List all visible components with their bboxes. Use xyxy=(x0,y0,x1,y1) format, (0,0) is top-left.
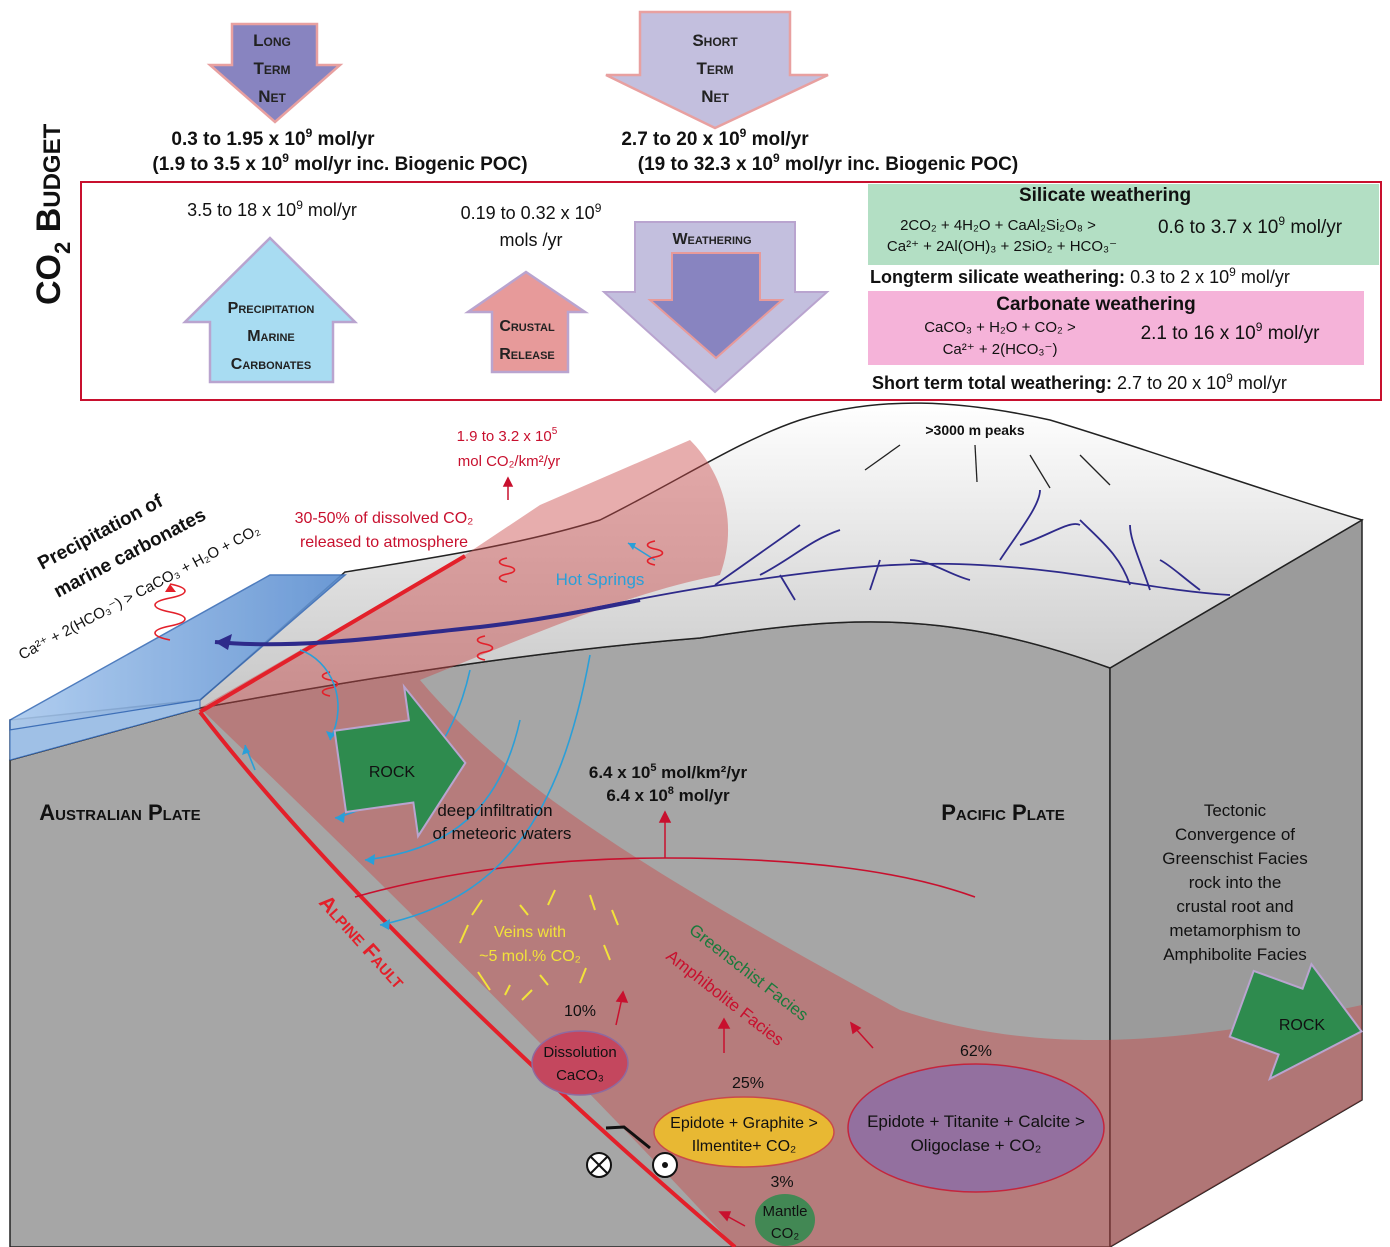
tectonic-line-2: Convergence of xyxy=(1175,825,1295,844)
carbonate-panel xyxy=(868,291,1364,365)
co2-release-squiggles xyxy=(154,540,664,697)
short-term-label-2: Term xyxy=(696,59,733,78)
veins xyxy=(459,889,619,1001)
tectonic-line-4: rock into the xyxy=(1189,873,1282,892)
release-rate-line1: 1.9 to 3.2 x 105 xyxy=(457,426,558,445)
weathering-label: Weathering xyxy=(672,231,751,248)
tectonic-description: Tectonic Convergence of Greenschist Faci… xyxy=(1162,801,1308,964)
short-term-value: 2.7 to 20 x 109 mol/yr xyxy=(621,126,809,150)
dissolution-line2: CaCO₃ xyxy=(556,1067,604,1084)
rock-arrow-left: ROCK xyxy=(333,683,467,839)
tectonic-line-3: Greenschist Facies xyxy=(1162,849,1308,868)
fault-motion-symbols xyxy=(586,1125,678,1178)
flux-line2: 6.4 x 108 mol/yr xyxy=(606,785,730,805)
precip-co2-arrowhead xyxy=(165,584,176,592)
tectonic-line-7: Amphibolite Facies xyxy=(1163,945,1307,964)
weathering-arrow: Weathering xyxy=(601,221,830,394)
short-term-value-biogenic: (19 to 32.3 x 109 mol/yr inc. Biogenic P… xyxy=(638,151,1019,175)
flux-line1: 6.4 x 105 mol/km²/yr xyxy=(589,762,748,782)
long-term-net-arrow: Long Term Net xyxy=(206,22,344,124)
alpine-fault-line xyxy=(198,554,737,1247)
precipitation-label-3: Carbonates xyxy=(231,356,311,373)
hot-springs-arrowhead xyxy=(628,543,636,550)
longterm-silicate: Longterm silicate weathering: 0.3 to 2 x… xyxy=(870,265,1290,287)
budget-title: CO2 Budget xyxy=(30,123,75,305)
silicate-reaction-2: Ca²⁺ + 2Al(OH)₃ + 2SiO₂ + HCO₃⁻ xyxy=(887,238,1117,255)
tectonic-line-1: Tectonic xyxy=(1204,801,1267,820)
dissolved-line1: 30-50% of dissolved CO₂ xyxy=(295,510,474,527)
crustal-root-line xyxy=(354,857,976,898)
pct-mantle: 3% xyxy=(770,1174,793,1191)
peaks-label: >3000 m peaks xyxy=(925,422,1024,438)
short-term-label-3: Net xyxy=(701,87,729,106)
pacific-plate-label: Pacific Plate xyxy=(941,800,1065,825)
crustal-release-unit: mols /yr xyxy=(500,230,563,250)
tectonic-line-5: crustal root and xyxy=(1176,897,1293,916)
short-term-label-1: Short xyxy=(692,31,738,50)
veins-line2: ~5 mol.% CO₂ xyxy=(479,948,581,965)
graphite-line1: Epidote + Graphite > xyxy=(670,1115,818,1132)
rock-arrow-right: ROCK xyxy=(1228,962,1364,1081)
silicate-panel xyxy=(868,184,1379,265)
australian-plate-label: Australian Plate xyxy=(39,800,200,825)
release-rate-line2: mol CO₂/km²/yr xyxy=(458,453,560,470)
dissolution-line1: Dissolution xyxy=(543,1044,616,1061)
deformation-zone xyxy=(200,440,1362,1247)
precipitation-label-2: Marine xyxy=(247,328,295,345)
tectonic-line-6: metamorphism to xyxy=(1169,921,1300,940)
long-term-value: 0.3 to 1.95 x 109 mol/yr xyxy=(171,126,375,150)
carbonate-title: Carbonate weathering xyxy=(996,294,1196,315)
crustal-release-arrow: Crustal Release xyxy=(463,270,590,374)
carbonate-reaction-1: CaCO₃ + H₂O + CO₂ > xyxy=(924,319,1076,336)
dissolved-line2: released to atmosphere xyxy=(300,534,468,551)
graphite-ellipse xyxy=(653,1096,835,1168)
precipitation-value: 3.5 to 18 x 109 mol/yr xyxy=(187,198,357,220)
crustal-release-label-1: Crustal xyxy=(499,318,555,335)
mantle-ellipse xyxy=(755,1194,815,1246)
main-river xyxy=(214,598,641,647)
crustal-release-label-2: Release xyxy=(499,346,555,363)
block-top-surface xyxy=(9,402,1364,761)
budget-box xyxy=(80,181,1382,401)
infiltration-line2: of meteoric waters xyxy=(433,824,572,843)
mantle-line1: Mantle xyxy=(762,1203,807,1220)
long-term-label-1: Long xyxy=(253,31,291,50)
peak-lines xyxy=(864,444,1111,489)
dissolution-ellipse xyxy=(531,1030,629,1096)
silicate-title: Silicate weathering xyxy=(1019,185,1191,206)
pct-dissolution: 10% xyxy=(564,1003,596,1020)
hot-springs-label: Hot Springs xyxy=(556,570,645,589)
precipitation-arrow: Precipitation Marine Carbonates xyxy=(181,236,359,384)
titanite-line2: Oligoclase + CO₂ xyxy=(911,1136,1042,1155)
silicate-reaction-1: 2CO₂ + 4H₂O + CaAl₂Si₂O₈ > xyxy=(900,217,1096,234)
silicate-value: 0.6 to 3.7 x 109 mol/yr xyxy=(1158,214,1343,238)
short-term-total: Short term total weathering: 2.7 to 20 x… xyxy=(872,371,1287,393)
sea-channel xyxy=(9,574,348,761)
titanite-ellipse xyxy=(847,1063,1105,1193)
river-arrowhead xyxy=(215,634,232,650)
crustal-release-value: 0.19 to 0.32 x 109 xyxy=(461,201,602,223)
long-term-label-2: Term xyxy=(253,59,290,78)
meteoric-arrowheads xyxy=(242,731,390,930)
titanite-line1: Epidote + Titanite + Calcite > xyxy=(867,1112,1085,1131)
short-term-net-arrow: Short Term Net xyxy=(605,10,829,130)
rock-label-left: ROCK xyxy=(369,764,416,781)
pct-titanite: 62% xyxy=(960,1043,992,1060)
long-term-value-biogenic: (1.9 to 3.5 x 109 mol/yr inc. Biogenic P… xyxy=(152,151,527,175)
precipitation-label-1: Precipitation xyxy=(228,300,315,317)
release-arrows xyxy=(502,476,874,1227)
carbonate-value: 2.1 to 16 x 109 mol/yr xyxy=(1141,320,1321,344)
rock-label-right: ROCK xyxy=(1279,1017,1326,1034)
mantle-line2: CO₂ xyxy=(771,1225,800,1242)
carbonate-reaction-2: Ca²⁺ + 2(HCO₃⁻) xyxy=(943,341,1058,358)
veins-line1: Veins with xyxy=(494,924,566,941)
long-term-label-3: Net xyxy=(258,87,286,106)
graphite-line2: Ilmentite+ CO₂ xyxy=(692,1138,796,1155)
infiltration-line1: deep infiltration xyxy=(437,801,552,820)
pct-graphite: 25% xyxy=(732,1075,764,1092)
